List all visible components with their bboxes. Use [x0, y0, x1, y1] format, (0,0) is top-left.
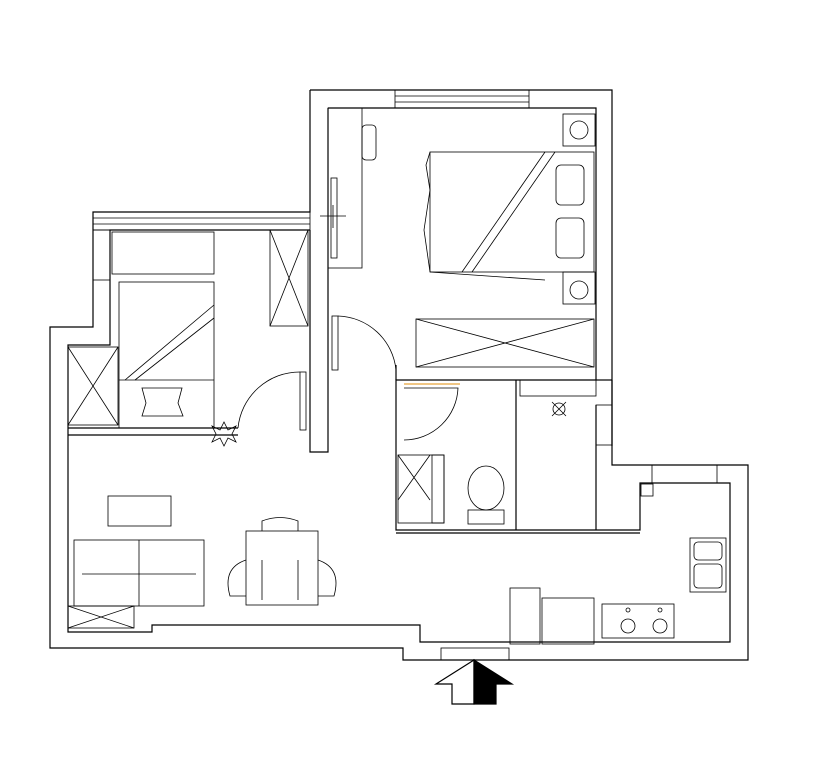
toilet	[467, 465, 505, 511]
entrance-arrow-icon	[433, 658, 515, 705]
bathroom	[397, 379, 597, 525]
nightstand-lamp-icon	[562, 113, 596, 147]
wardrobe	[269, 229, 309, 327]
shower-icon	[552, 402, 566, 416]
chair	[227, 559, 247, 597]
master-bedroom	[320, 107, 596, 371]
dining-table	[245, 530, 319, 606]
coffee-table	[107, 495, 172, 527]
nightstand-lamp-icon	[562, 271, 596, 305]
door-swing	[337, 315, 397, 371]
sink-icon	[689, 537, 727, 593]
chair	[261, 517, 299, 531]
kitchen	[509, 483, 727, 645]
double-bed	[429, 151, 595, 273]
plant-icon	[211, 421, 237, 447]
wardrobe	[415, 318, 595, 368]
windows	[92, 89, 718, 661]
door-swing	[237, 371, 301, 429]
single-bed	[118, 281, 215, 429]
fridge	[509, 587, 541, 645]
outer-walls	[49, 89, 749, 661]
pillow-icon	[141, 387, 184, 417]
chair	[361, 124, 377, 161]
pillow-icon	[555, 164, 585, 206]
door-swing	[403, 387, 459, 441]
chair	[317, 559, 337, 597]
cabinet	[67, 346, 119, 426]
living-room	[67, 421, 337, 629]
desk	[327, 107, 363, 269]
tv-cabinet	[67, 605, 135, 629]
pillow-icon	[555, 217, 585, 259]
stove-icon	[601, 603, 675, 639]
second-bedroom	[67, 229, 309, 431]
oven	[541, 597, 595, 645]
